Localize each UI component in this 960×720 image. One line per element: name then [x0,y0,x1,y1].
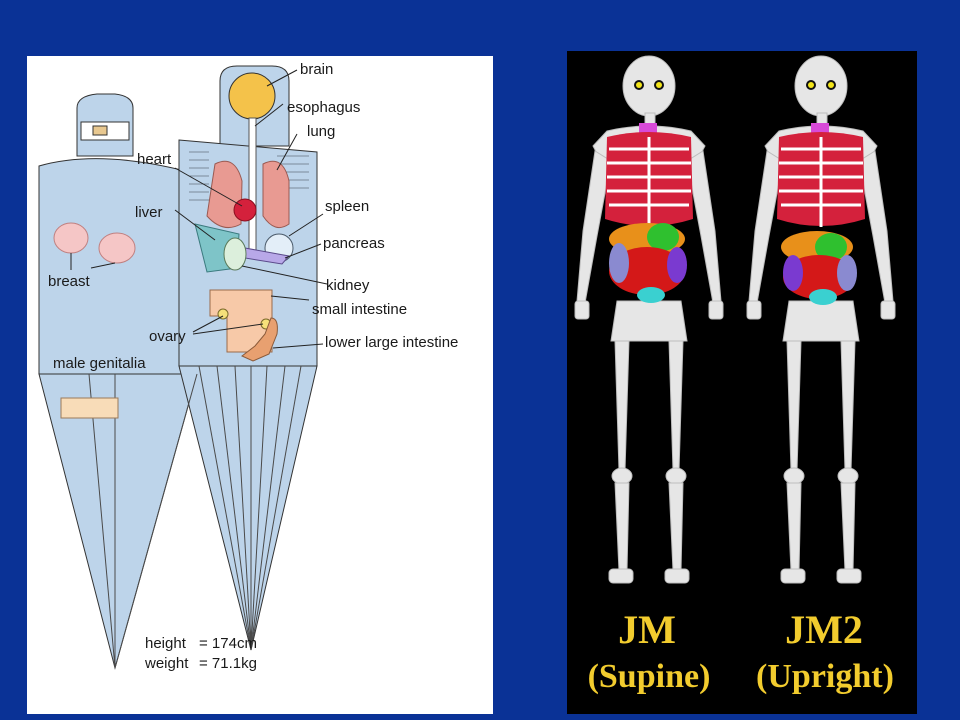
ovary-shape-left [217,308,229,320]
label-liver: liver [135,204,163,221]
leader-lines [70,69,328,349]
heart-shape [233,198,257,222]
ribs [607,137,691,227]
weight-value: = 71.1kg [199,655,257,672]
caption-jm: JM [618,607,676,652]
skull [622,55,676,117]
phantom-diagram-panel: brain esophagus lung heart liver spleen … [27,56,493,714]
small-intestine-shape [209,289,273,353]
voxel-phantom-panel: JM (Supine) JM2 (Upright) [567,51,917,714]
caption-supine: (Supine) [588,658,711,695]
lung-shape-right [262,160,290,229]
pelvis [610,300,688,342]
label-spleen: spleen [325,198,369,215]
label-brain: brain [300,61,333,78]
phantom-diagram: brain esophagus lung heart liver spleen … [38,61,458,672]
label-esophagus: esophagus [287,99,360,116]
label-lower-large-intestine: lower large intestine [325,334,458,351]
label-small-intestine: small intestine [312,301,407,318]
label-male-genitalia: male genitalia [53,355,146,372]
caption-jm2: JM2 [785,607,863,652]
skeleton-jm2 [746,55,896,584]
skeleton-jm [574,55,724,584]
inner-phantom-legs [178,365,318,651]
label-heart: heart [137,151,172,168]
leg-seams [88,365,302,669]
lower-large-intestine-shape [241,317,278,362]
label-breast: breast [48,273,91,290]
label-ovary: ovary [149,328,186,345]
kidney-shape [223,237,247,271]
caption-upright: (Upright) [756,658,894,695]
height-label: height [145,635,187,652]
breast-shape-right [98,232,136,264]
label-lung: lung [307,123,335,140]
lung-shape-left [206,160,243,229]
stomach-voxel [647,223,679,251]
brain-shape [228,72,276,120]
esophagus-shape [248,117,257,259]
label-pancreas: pancreas [323,235,385,252]
voxel-phantoms: JM (Supine) JM2 (Upright) [574,55,896,695]
face-mask [80,121,130,141]
label-kidney: kidney [326,277,370,294]
male-genitalia-shape [60,397,119,419]
weight-label: weight [144,655,189,672]
breast-shape-left [53,222,89,254]
height-value: = 174cm [199,635,257,652]
